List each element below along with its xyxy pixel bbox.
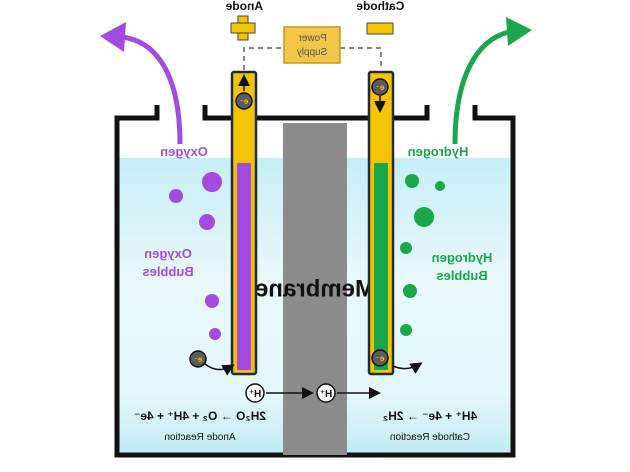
oxygen-bubbles-label-line1: Oxygen	[144, 246, 192, 261]
svg-text:e⁻: e⁻	[376, 83, 385, 92]
power-supply	[283, 26, 341, 64]
proton-membrane: H⁺	[316, 383, 336, 403]
membrane-label: Membrane	[255, 275, 375, 302]
anode-label: Anode	[225, 0, 263, 13]
svg-text:e⁻: e⁻	[194, 355, 203, 364]
hydrogen-bubble	[405, 174, 419, 188]
electron-cathode-top: e⁻	[371, 78, 389, 96]
proton-anode-side: H⁺	[245, 383, 265, 403]
oxygen-outflow-arrow	[100, 22, 183, 145]
cathode-wire	[340, 47, 382, 70]
oxygen-bubble	[169, 189, 183, 203]
plus-sign-icon	[230, 15, 256, 41]
svg-text:e⁻: e⁻	[240, 97, 249, 106]
oxygen-bubble	[202, 172, 222, 192]
svg-text:H⁺: H⁺	[249, 389, 262, 400]
oxygen-bubble	[209, 328, 221, 340]
oxygen-bubble	[199, 214, 215, 230]
electron-to-anode-arrow	[204, 363, 235, 376]
oxygen-bubble	[205, 294, 219, 308]
tank-lid	[202, 105, 430, 121]
hydrogen-bubble	[414, 207, 434, 227]
hydrogen-bubbles-label-line1: Hydrogen	[432, 250, 493, 265]
electron-anode-top: e⁻	[235, 92, 253, 110]
power-supply-line2: Supply	[297, 47, 328, 58]
anode-reaction-equation: 2H₂O → O₂ + 4H⁺ + 4e⁻	[134, 409, 266, 423]
electron-cathode-bottom: e⁻	[371, 349, 389, 367]
electron-from-cathode-arrow	[392, 362, 423, 374]
anode-reaction-title: Anode Reaction	[164, 432, 235, 443]
hydrogen-bubble	[435, 181, 445, 191]
cathode-reaction-equation: 4H⁺ + 4e⁻ → 2H₂	[383, 409, 477, 423]
oxygen-label: Oxygen	[160, 144, 208, 159]
membrane	[283, 123, 347, 455]
svg-text:H⁺: H⁺	[320, 389, 333, 400]
oxygen-bubbles	[169, 172, 222, 340]
hydrogen-label: Hydrogen	[408, 144, 469, 159]
power-supply-line1: Power	[298, 33, 327, 44]
minus-sign-icon	[366, 22, 394, 35]
hydrogen-bubble	[400, 324, 412, 336]
anode-electrode	[230, 70, 258, 376]
cathode-electrode	[367, 70, 395, 376]
electron-anode-bottom: e⁻	[189, 350, 207, 368]
hydrogen-bubbles	[400, 174, 445, 336]
oxygen-bubbles-label-line2: Bubbles	[142, 264, 193, 279]
hydrogen-bubble	[400, 242, 412, 254]
svg-text:e⁻: e⁻	[376, 354, 385, 363]
anode-wire	[243, 47, 284, 70]
hydrogen-outflow-arrow	[452, 17, 532, 145]
hydrogen-bubbles-label-line2: Bubbles	[436, 268, 487, 283]
cathode-label: Cathode	[356, 0, 404, 13]
hydrogen-bubble	[403, 284, 417, 298]
cathode-reaction-title: Cathode Reaction	[390, 432, 470, 443]
